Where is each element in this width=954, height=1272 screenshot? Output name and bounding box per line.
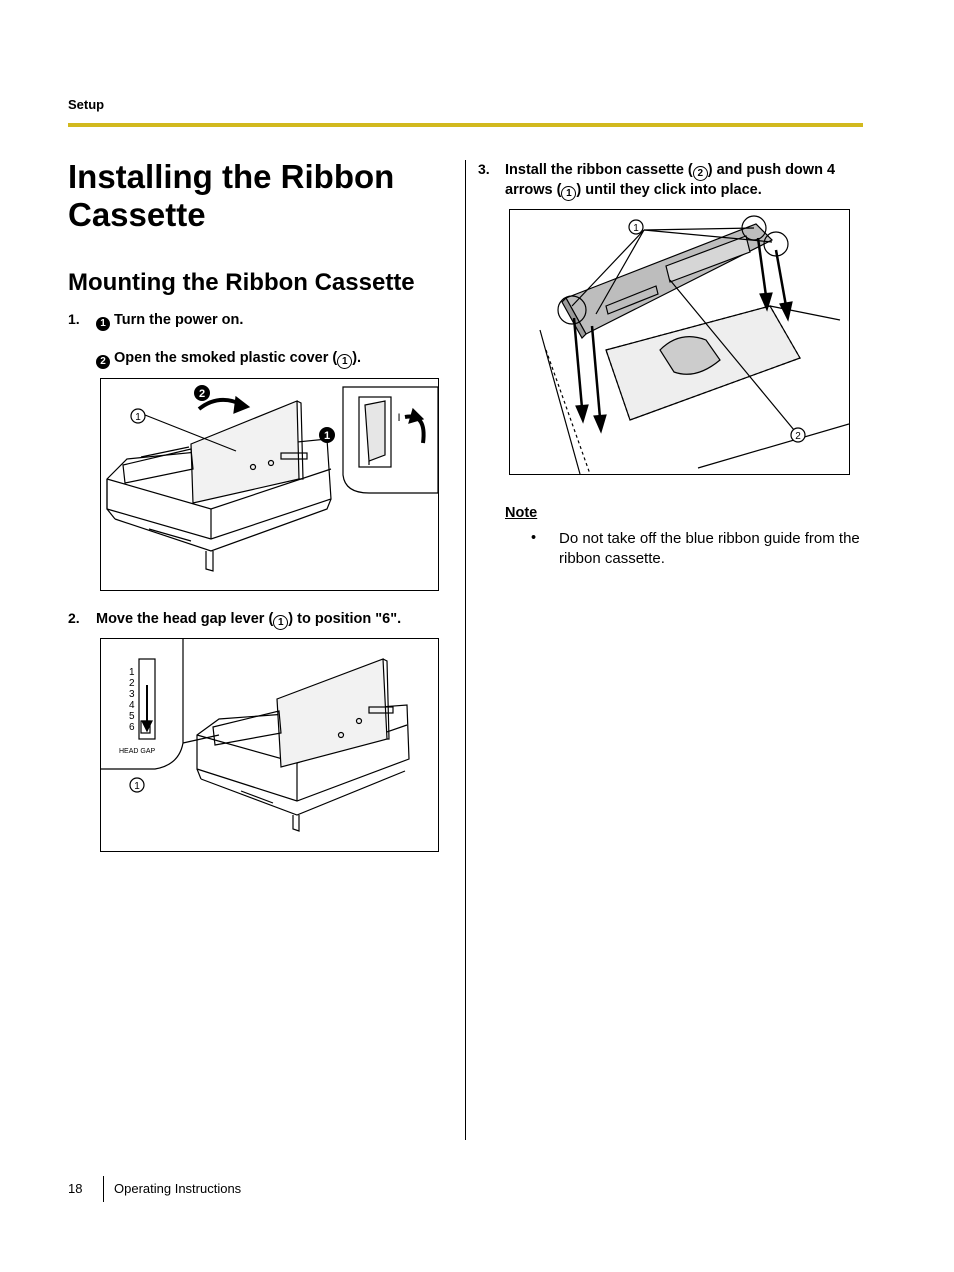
badge-cover-step: 2: [199, 388, 205, 400]
printer-cover-illustration: 1 2 1 I: [106, 385, 439, 572]
section-subtitle: Mounting the Ribbon Cassette: [68, 269, 415, 296]
callout-cassette-number: 2: [795, 431, 801, 442]
section-label: Setup: [68, 97, 105, 112]
gap-scale: 1 2 3 4 5 6: [129, 667, 135, 733]
figure-head-gap: 1 2 3 4 5 6 HEAD GAP 1: [100, 638, 439, 852]
head-gap-label: HEAD GAP: [119, 748, 156, 755]
header-rule: [68, 123, 863, 127]
footer-doc-title: Operating Instructions: [114, 1181, 242, 1196]
callout-cover-number: 1: [135, 412, 141, 423]
step-1a: 1 Turn the power on.: [96, 311, 243, 331]
note-bullet: •: [531, 530, 537, 546]
step-1-number: 1.: [68, 311, 80, 327]
svg-text:5: 5: [129, 711, 135, 722]
svg-text:2: 2: [129, 678, 135, 689]
figure-ribbon-cassette: 1 2: [509, 209, 850, 475]
figure-open-cover: 1 2 1 I: [100, 378, 439, 591]
svg-text:1: 1: [129, 667, 135, 678]
step-2-text: Move the head gap lever (1) to position …: [96, 611, 402, 630]
circled-number-ref: 2: [692, 166, 708, 181]
step-3-number: 3.: [478, 161, 490, 177]
filled-number-badge: 2: [96, 355, 110, 369]
page-title: Installing the Ribbon Cassette: [68, 158, 395, 233]
note-heading: Note: [505, 505, 538, 521]
filled-number-badge: 1: [96, 317, 110, 331]
callout-arrows-number: 1: [633, 223, 639, 234]
step-3-text: Install the ribbon cassette (2) and push…: [505, 162, 836, 201]
head-gap-illustration: 1 2 3 4 5 6 HEAD GAP 1: [101, 639, 410, 832]
switch-on-mark: I: [397, 412, 400, 424]
badge-switch-step: 1: [324, 430, 330, 442]
circled-number-ref: 1: [273, 615, 289, 630]
svg-text:3: 3: [129, 689, 135, 700]
page-number: 18: [68, 1181, 83, 1196]
step-2-number: 2.: [68, 610, 80, 626]
note-text: Do not take off the blue ribbon guide fr…: [559, 530, 860, 567]
svg-text:4: 4: [129, 700, 135, 711]
ribbon-cassette-illustration: 1 2: [539, 215, 850, 475]
column-divider: [465, 160, 466, 1140]
svg-text:6: 6: [129, 722, 135, 733]
circled-number-ref: 1: [561, 186, 577, 201]
circled-number-ref: 1: [337, 354, 353, 369]
step-1a-text: Turn the power on.: [114, 312, 244, 328]
callout-lever-number: 1: [134, 781, 140, 792]
footer-divider: [103, 1176, 104, 1202]
